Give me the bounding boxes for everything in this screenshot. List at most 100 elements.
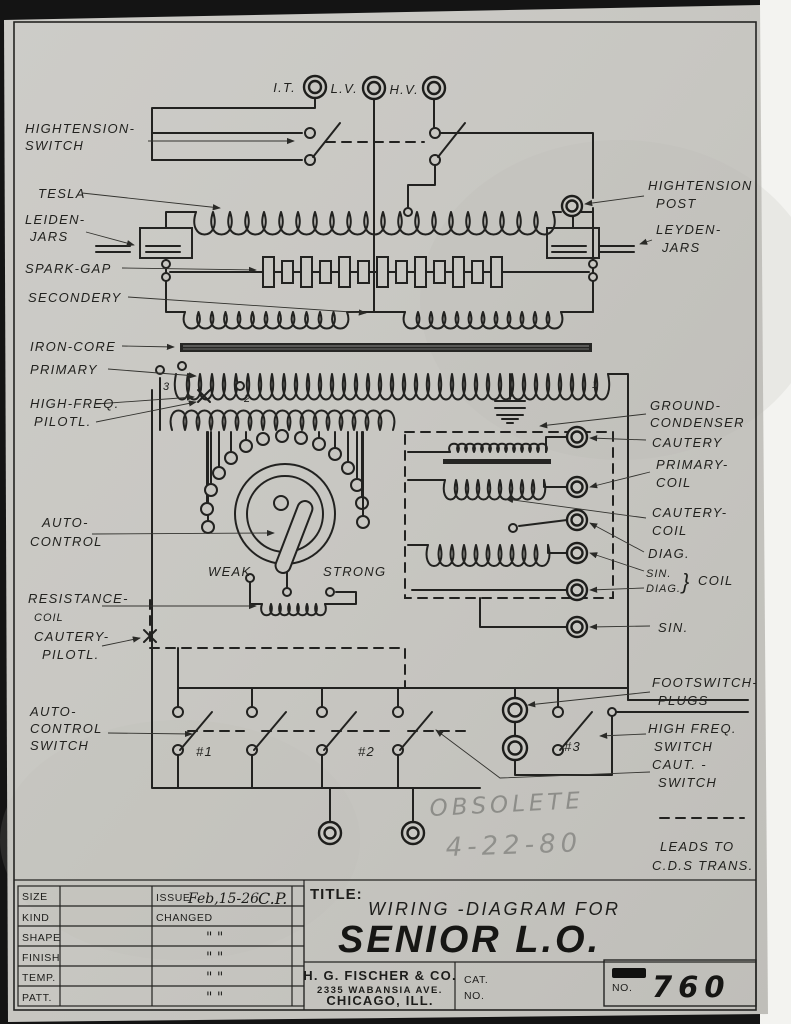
label-tesla: TESLA [38,186,86,201]
label-caut-switch-2: SWITCH [658,775,717,790]
leyden-jars-right [546,227,635,259]
primary-marker-1: 1 [592,379,599,391]
dial-label-weak: WEAK [208,564,252,579]
issue-label: ISSUE [156,892,191,904]
drawing-number-box [603,959,757,1007]
label-auto-control-switch-1: AUTO- [29,704,77,719]
footswitch-plug-1 [501,696,529,724]
drawing-number: 760 [652,970,731,1004]
label-cautery-pilotl-2: PILOTL. [42,647,100,662]
label-hightension-post-2: POST [656,196,697,211]
switch-2b [392,706,433,756]
row-label-patt: PATT. [22,992,52,1004]
label-leads-to-2: C.D.S TRANS. [652,858,754,873]
changed-label: CHANGED [156,912,213,924]
title-line2: SENIOR L.O. [338,919,601,961]
label-cautery-coil-1: CAUTERY- [652,505,727,520]
drawing-border [13,21,757,1011]
junction [588,272,598,282]
label-sin-top: SIN. [646,568,671,580]
label-primary: PRIMARY [30,362,98,377]
primary-tap-3 [155,365,165,375]
label-leads-to-1: LEADS TO [660,839,734,854]
label-primary-coil-2: COIL [656,475,692,490]
row-label-kind: KIND [22,912,50,924]
label-ground-condenser-1: GROUND- [650,398,721,413]
switch-marker-3: #3 [564,739,581,754]
junction [161,259,171,269]
title-block: SIZE KIND SHAPE FINISH TEMP. PATT. ISSUE… [14,879,757,1010]
terminal-label-hv: H.V. [389,82,419,97]
label-resistance-coil-1: RESISTANCE- [28,591,129,606]
primary-marker-3: 3 [163,381,170,393]
label-leiden-jars-1: LEIDEN- [25,212,85,227]
tesla-coil [193,211,556,236]
terminal-posts-right [565,425,589,639]
wiring [149,98,749,823]
label-auto-control-1: AUTO- [41,515,89,530]
bottom-terminal-1 [317,820,343,846]
junction [607,707,617,717]
label-cautery-pilotl-1: CAUTERY- [34,629,109,644]
label-ground-condenser-2: CONDENSER [650,415,745,430]
terminal-post-it [302,74,328,100]
label-hightension-switch-2: SWITCH [25,138,84,153]
label-auto-control-switch-2: CONTROL [30,721,103,736]
label-spark-gap: SPARK-GAP [25,261,112,276]
junction [245,573,255,583]
company-addr1: 2335 WABANSIA AVE. [317,985,443,996]
coil-brace: } [680,569,690,594]
secondary-coil-left [182,311,350,330]
cautery-coil [448,442,548,453]
leader-lines [81,137,653,779]
bottom-terminal-2 [400,820,426,846]
label-high-freq-pilotl-1: HIGH-FREQ. [30,396,120,411]
label-primary-coil-1: PRIMARY- [656,457,729,472]
junction [282,587,292,597]
label-diag-bottom: DIAG. [646,583,681,595]
row-label-size: SIZE [22,891,48,903]
switch-marker-2: #2 [358,744,375,759]
handwritten-date: 4-22-80 [445,828,582,863]
ground-condenser [494,400,526,424]
label-secondery: SECONDERY [28,290,122,305]
hightension-post [560,194,584,218]
switch-marker-1: #1 [196,744,213,759]
paper-stain-2 [0,720,360,960]
label-coil-word: COIL [698,573,734,588]
primary-winding [173,373,611,401]
footswitch-plug-2 [501,734,529,762]
label-auto-control-switch-3: SWITCH [30,738,89,753]
label-high-freq-switch-2: SWITCH [654,739,713,754]
number-blackout-mark [612,968,646,978]
dial-label-strong: STRONG [323,564,386,579]
label-cautery: CAUTERY [652,435,723,450]
junction [161,272,171,282]
label-high-freq-pilotl-2: PILOTL. [34,414,92,429]
switch-1b [246,706,287,756]
label-resistance-coil-2: COIL [34,612,64,624]
label-footswitch-plugs-2: PLUGS [658,693,709,708]
secondary-coil-right [402,311,564,330]
diag-sin-coil [425,544,551,567]
hightension-switch [304,122,466,166]
label-high-freq-switch-1: HIGH FREQ. [648,721,737,736]
junction [325,587,335,597]
label-diag: DIAG. [648,546,690,561]
label-leiden-jars-2: JARS [29,229,68,244]
terminal-post-lv [361,75,387,101]
label-footswitch-plugs-1: FOOTSWITCH- [652,675,758,690]
auto-control-dial [234,463,336,574]
label-iron-core: IRON-CORE [30,339,116,354]
row-label-shape: SHAPE [22,932,61,944]
ditto-mark-3: " " [206,970,223,986]
high-freq-switch-3 [552,706,593,756]
junction [588,259,598,269]
terminal-post-hv [421,75,447,101]
auto-control-coil-bank [169,409,396,431]
title-line1: WIRING -DIAGRAM FOR [368,899,621,919]
no-label: NO. [612,982,632,994]
leiden-jars-left [95,227,193,259]
paper-sheet [4,5,768,1022]
